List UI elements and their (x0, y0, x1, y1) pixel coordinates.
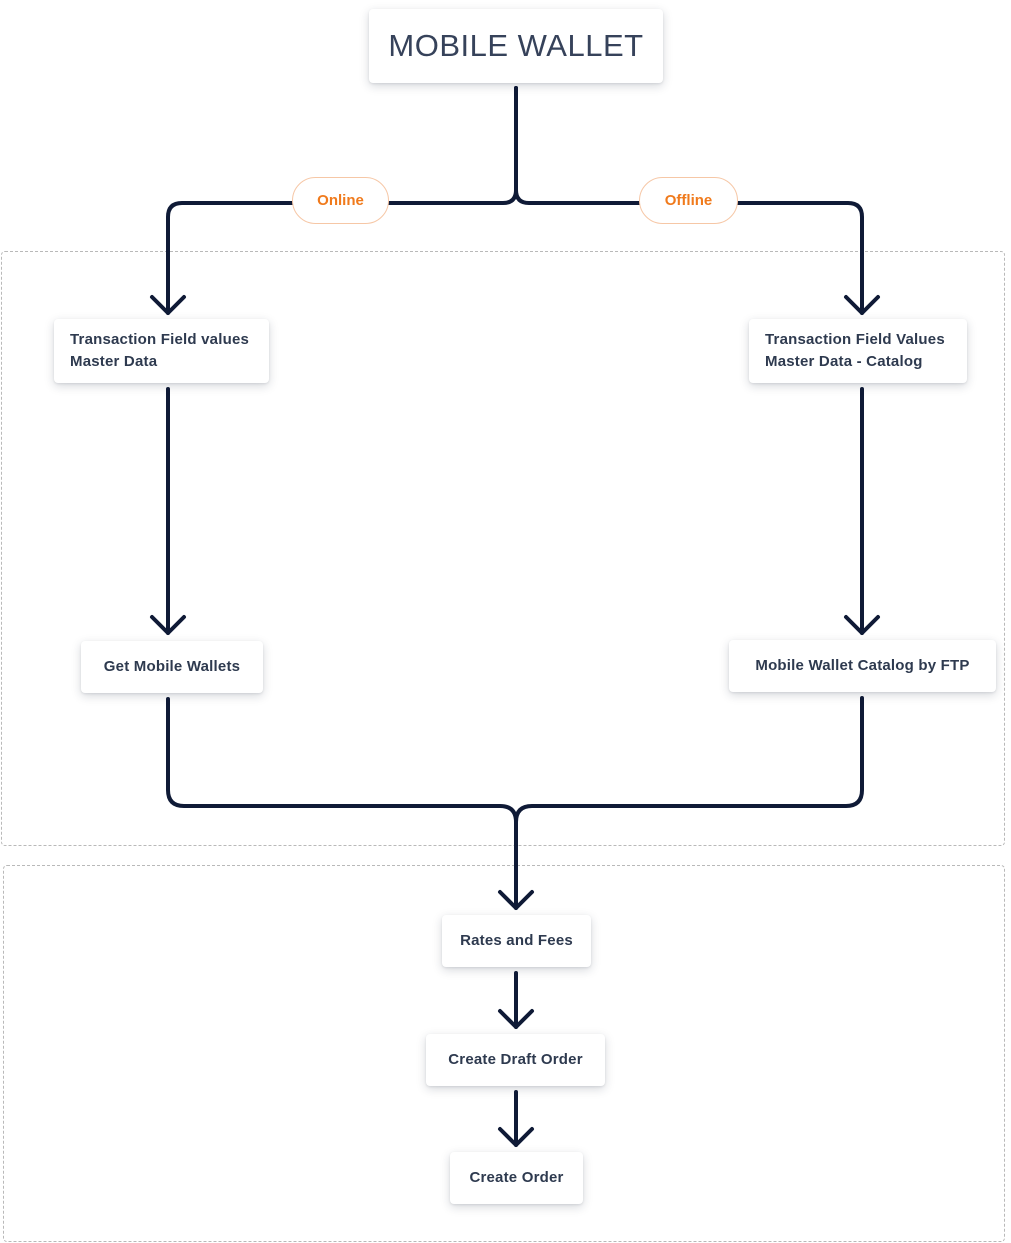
create-draft-order-node: Create Draft Order (426, 1034, 605, 1086)
node-label-line: Transaction Field values (70, 331, 250, 348)
offline-label-text: Offline (664, 192, 713, 209)
node-label-line: Master Data (70, 353, 158, 370)
online-branch-label: Online (292, 177, 389, 224)
arrowhead-rates-fees (498, 890, 534, 910)
arrowhead-tfv-catalog (844, 295, 880, 315)
title-node: MOBILE WALLET (369, 9, 663, 83)
connector-get-wallets-merge (166, 697, 518, 910)
arrowhead-wallet-ftp (844, 615, 880, 635)
online-label-text: Online (317, 192, 364, 209)
node-label: Mobile Wallet Catalog by FTP (755, 657, 970, 674)
node-label: Create Draft Order (448, 1051, 583, 1068)
offline-branch-label: Offline (639, 177, 738, 224)
arrowhead-tfv-master (150, 295, 186, 315)
arrowhead-draft-order (498, 1009, 534, 1029)
create-order-node: Create Order (450, 1152, 583, 1204)
node-label-line: Master Data - Catalog (765, 353, 923, 370)
node-label: Rates and Fees (460, 932, 573, 949)
connector-wallet-ftp-merge (514, 696, 864, 824)
channel-group-box (1, 251, 1005, 846)
arrowhead-create-order (498, 1127, 534, 1147)
node-label-line: Transaction Field Values (765, 331, 945, 348)
node-label: Create Order (469, 1169, 564, 1186)
order-group-box (3, 865, 1005, 1242)
rates-and-fees-node: Rates and Fees (442, 915, 591, 967)
transaction-field-values-catalog-node: Transaction Field Values Master Data - C… (749, 319, 967, 383)
mobile-wallet-catalog-ftp-node: Mobile Wallet Catalog by FTP (729, 640, 996, 692)
title-label: MOBILE WALLET (388, 28, 644, 63)
get-mobile-wallets-node: Get Mobile Wallets (81, 641, 263, 693)
transaction-field-values-master-node: Transaction Field values Master Data (54, 319, 269, 383)
node-label: Get Mobile Wallets (103, 658, 241, 675)
arrowhead-get-wallets (150, 615, 186, 635)
